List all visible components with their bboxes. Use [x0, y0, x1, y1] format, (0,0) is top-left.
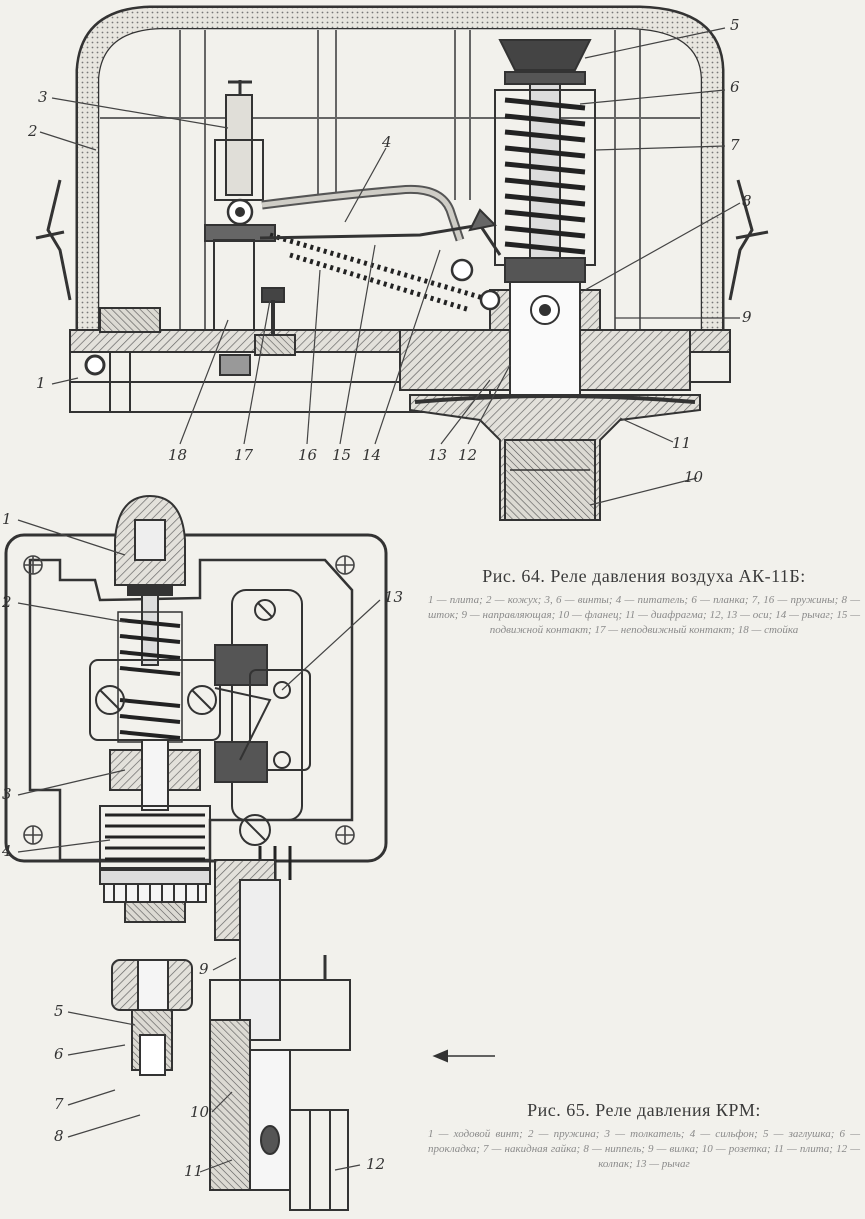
callout-65-5: 5 — [54, 1002, 64, 1020]
callout-64-2: 2 — [28, 122, 38, 140]
callout-64-6: 6 — [730, 78, 740, 96]
figure-64-caption: Рис. 64. Реле давления воздуха АК-11Б: 1… — [428, 566, 860, 638]
figure-65-caption: Рис. 65. Реле давления КРМ: 1 — ходовой … — [428, 1100, 860, 1172]
cover-inner — [96, 26, 704, 330]
callout-64-8: 8 — [742, 192, 752, 210]
callout-64-10: 10 — [684, 468, 704, 486]
callout-65-9: 9 — [199, 960, 209, 978]
callout-65-10: 10 — [190, 1103, 210, 1121]
figure-65-leaders — [17, 519, 381, 1173]
callout-65-13: 13 — [384, 588, 404, 606]
figure-64 — [35, 5, 769, 521]
callout-65-11: 11 — [184, 1162, 204, 1180]
callout-65-4: 4 — [2, 842, 12, 860]
figure-65-caption-text: 1 — ходовой винт; 2 — пружина; 3 — толка… — [428, 1128, 860, 1170]
callout-64-1: 1 — [36, 374, 46, 392]
callout-64-9: 9 — [742, 308, 752, 326]
callout-64-18: 18 — [168, 446, 188, 464]
callout-65-12: 12 — [366, 1155, 386, 1173]
callout-64-11: 11 — [672, 434, 692, 452]
mounting-plate — [4, 533, 388, 863]
callout-64-13: 13 — [428, 446, 448, 464]
callout-65-2: 2 — [2, 593, 12, 611]
callout-64-16: 16 — [298, 446, 318, 464]
callout-64-17: 17 — [234, 446, 254, 464]
callout-65-1: 1 — [2, 510, 12, 528]
callout-65-6: 6 — [54, 1045, 64, 1063]
figure-65-caption-title: Рис. 65. Реле давления КРМ: — [527, 1100, 761, 1120]
figure-64-leaders — [39, 27, 741, 506]
callout-64-7: 7 — [730, 136, 740, 154]
callout-64-5: 5 — [730, 16, 740, 34]
callout-64-14: 14 — [362, 446, 382, 464]
callout-65-3: 3 — [2, 785, 12, 803]
callout-64-4: 4 — [382, 133, 392, 151]
figure-64-caption-title: Рис. 64. Реле давления воздуха АК-11Б: — [482, 566, 806, 586]
figure-65 — [4, 494, 495, 1211]
callout-64-12: 12 — [458, 446, 478, 464]
callout-64-3: 3 — [38, 88, 48, 106]
callout-65-7: 7 — [54, 1095, 64, 1113]
callout-64-15: 15 — [332, 446, 352, 464]
cover-outer — [75, 5, 725, 330]
figure-64-caption-text: 1 — плита; 2 — кожух; 3, 6 — винты; 4 — … — [428, 594, 860, 636]
callout-65-8: 8 — [54, 1127, 64, 1145]
